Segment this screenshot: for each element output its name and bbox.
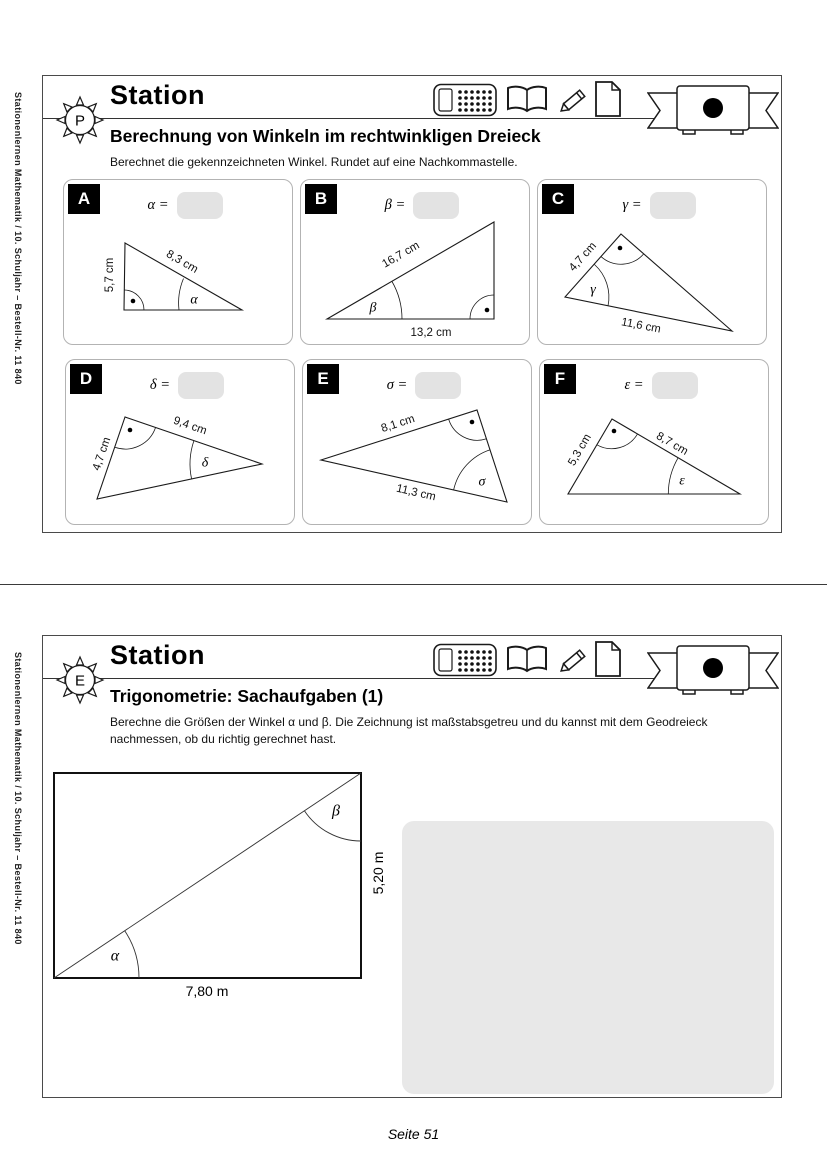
task-card-a: A α = 5,7 cm 8,3 cm α [63,179,293,345]
side-label: 11,3 cm [395,483,437,504]
angle-label-beta: β [331,803,340,820]
side-label: 8,3 cm [164,248,200,276]
task-card-b: B β = 16,7 cm 13,2 cm β [300,179,530,345]
pencil-icon [560,649,586,672]
header-rule [43,678,743,680]
side-label: 4,7 cm [567,240,599,274]
triangle-figure-e: 8,1 cm 11,3 cm σ [318,409,508,504]
answer-prompt: δ = [149,377,171,393]
height-measure-label: 5,20 m [370,851,386,895]
triangle-figure-a: 5,7 cm 8,3 cm α [104,242,245,311]
task-card-e: E σ = 8,1 cm 11,3 cm σ [302,359,532,525]
page-divider [0,584,827,586]
right-angle-dot [611,428,617,434]
task-card-c: C γ = 4,7 cm 11,6 cm γ [537,179,767,345]
triangle-figure-b: 16,7 cm 13,2 cm β [324,221,495,339]
answer-field[interactable] [415,372,462,399]
base-measure-label: 7,80 m [185,983,229,999]
side-label: 5,7 cm [104,258,116,293]
difficulty-dot [703,98,723,118]
angle-label: α [190,293,198,308]
side-label: 11,6 cm [620,316,662,335]
triangle-figure-d: 4,7 cm 9,4 cm δ [91,415,265,500]
answer-field[interactable] [176,192,223,219]
angle-label: β [369,301,377,316]
task-label: E [307,364,339,394]
page-icon [595,641,621,677]
station-instruction: Berechne die Größen der Winkel α und β. … [110,715,708,747]
ribbon-banner-icon [647,85,779,135]
angle-label: σ [479,475,487,490]
spine-text-top: Stationenlernen Mathematik / 10. Schulja… [13,92,23,385]
station-box-1: P Station [42,75,782,533]
spine-text-bottom: Stationenlernen Mathematik / 10. Schulja… [13,652,23,945]
answer-field[interactable] [413,192,460,219]
station-marker-letter: P [75,113,85,130]
station-subtitle: Trigonometrie: Sachaufgaben (1) [110,686,384,706]
station-box-2: E Station [42,635,782,1098]
right-angle-dot [617,245,623,251]
triangle-figure-f: 5,3 cm 8,7 cm ε [566,418,743,495]
angle-label-alpha: α [111,948,120,965]
answer-prompt: ε = [624,377,644,393]
page-icon [595,81,621,117]
side-label: 5,3 cm [566,432,594,468]
answer-field[interactable] [651,372,698,399]
station-title: Station [110,80,205,110]
angle-label: γ [590,283,596,298]
answer-workspace[interactable] [402,821,774,1094]
station-title: Station [110,640,205,670]
book-icon [507,645,547,673]
page-number: Seite 51 [387,1126,440,1142]
sun-icon: E [55,655,105,705]
answer-field[interactable] [649,192,696,219]
sun-icon: P [55,95,105,145]
station-subtitle: Berechnung von Winkeln im rechtwinkligen… [110,126,541,146]
answer-field[interactable] [178,372,225,399]
side-label: 16,7 cm [380,240,421,271]
answer-prompt: β = [384,197,406,213]
side-label: 4,7 cm [91,436,114,473]
side-label: 13,2 cm [411,327,452,339]
answer-prompt: σ = [386,377,408,393]
task-label: A [68,184,100,214]
right-angle-dot [127,427,133,433]
right-angle-dot [484,307,490,313]
station-marker-letter: E [75,673,85,690]
answer-prompt: γ = [622,197,642,213]
pencil-icon [560,89,586,112]
station-instruction: Berechnet die gekennzeichneten Winkel. R… [110,155,518,169]
triangle-figure-c: 4,7 cm 11,6 cm γ [563,233,734,336]
angle-label: δ [202,456,209,471]
angle-label: ε [679,474,685,489]
task-label: B [305,184,337,214]
task-card-d: D δ = 4,7 cm 9,4 cm δ [65,359,295,525]
difficulty-dot [703,658,723,678]
calculator-icon [433,83,497,117]
book-icon [507,85,547,113]
header-rule [43,118,743,120]
right-angle-dot [469,419,475,425]
task-label: F [544,364,576,394]
rectangle-diagonal-figure: α β [53,772,362,979]
answer-prompt: α = [147,197,169,213]
calculator-icon [433,643,497,677]
side-label: 9,4 cm [172,415,209,438]
ribbon-banner-icon [647,645,779,695]
right-angle-dot [130,298,136,304]
task-label: C [542,184,574,214]
task-card-f: F ε = 5,3 cm 8,7 cm ε [539,359,769,525]
task-label: D [70,364,102,394]
